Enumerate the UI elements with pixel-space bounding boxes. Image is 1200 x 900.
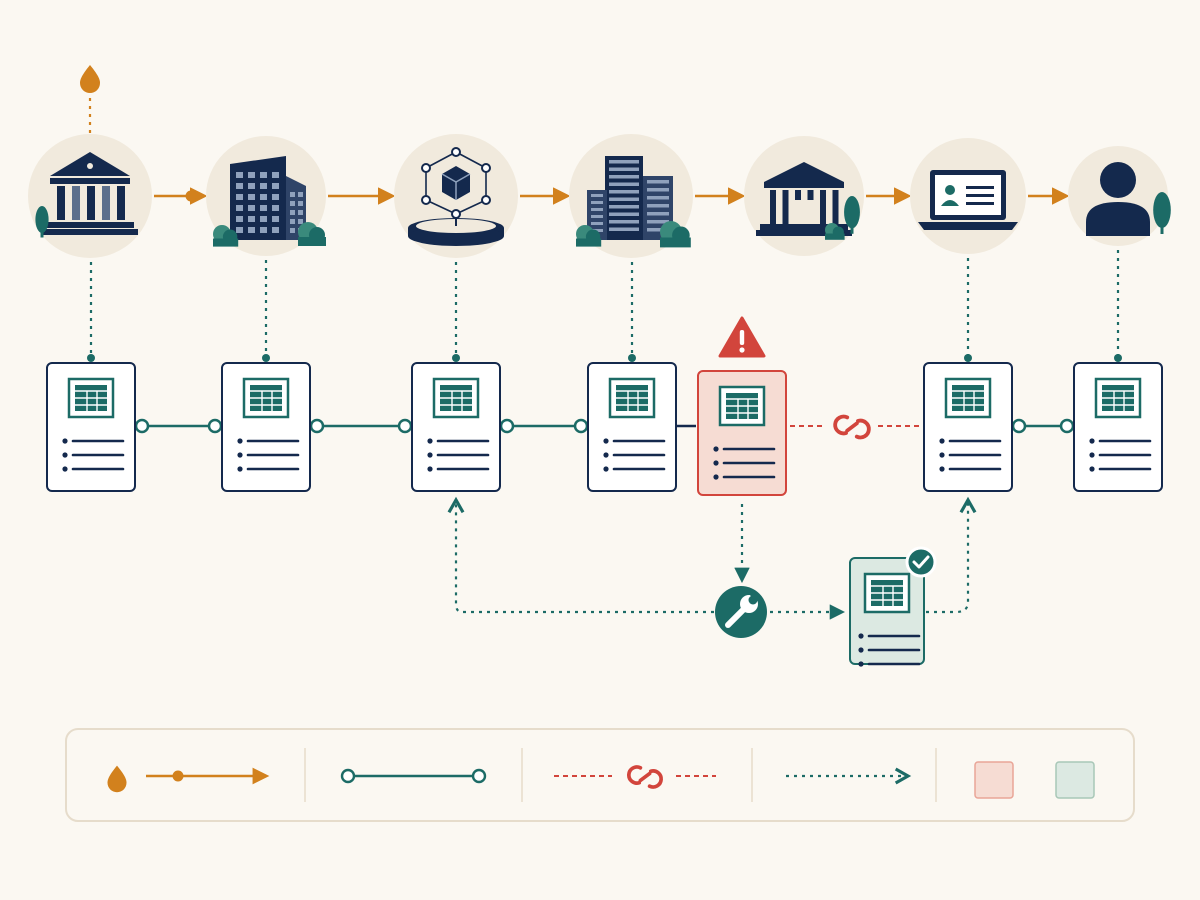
user-person-icon xyxy=(1086,162,1171,236)
legend-broken-link xyxy=(554,765,716,789)
remediation-path xyxy=(447,496,714,614)
legend-data-flow xyxy=(107,765,270,793)
stage-4 xyxy=(569,134,693,258)
link-node xyxy=(397,418,413,434)
record-7 xyxy=(1073,362,1163,492)
flow-dot xyxy=(185,190,197,202)
link-node xyxy=(309,418,325,434)
record-2 xyxy=(221,362,311,492)
wrench-icon xyxy=(715,586,767,638)
warning-triangle-icon xyxy=(718,316,766,358)
office-building-icon xyxy=(213,156,326,247)
link-node xyxy=(207,418,223,434)
stage-6 xyxy=(910,138,1026,254)
link-node xyxy=(573,418,589,434)
link-node xyxy=(1059,418,1075,434)
link-node xyxy=(499,418,515,434)
legend xyxy=(65,728,1135,822)
water-drop-icon xyxy=(107,765,127,793)
record-5 xyxy=(697,316,787,496)
broken-chain-icon xyxy=(627,765,663,789)
stage-3 xyxy=(394,134,518,258)
laptop-profile-icon xyxy=(918,170,1018,230)
link-node xyxy=(134,418,150,434)
stage-5 xyxy=(744,136,864,256)
stage-circle xyxy=(744,136,864,256)
connector-dot xyxy=(628,354,636,362)
data-cube-network-icon xyxy=(408,147,504,246)
legend-error-swatch xyxy=(974,761,1014,799)
broken-chain-icon xyxy=(833,414,871,440)
checkmark-icon xyxy=(905,546,937,578)
stage-2 xyxy=(206,136,326,256)
connector-dot xyxy=(1114,354,1122,362)
connector-dot xyxy=(87,354,95,362)
record-4 xyxy=(587,362,677,492)
linked-line-icon xyxy=(340,768,487,784)
connector-dot xyxy=(452,354,460,362)
institution-building-icon xyxy=(756,162,860,240)
corrected-record xyxy=(849,546,937,667)
record-6 xyxy=(923,362,1013,492)
bank-building-icon xyxy=(35,152,138,238)
record-3 xyxy=(411,362,501,492)
water-drop-icon xyxy=(80,65,100,93)
corporate-tower-icon xyxy=(576,156,691,248)
stage-1 xyxy=(28,134,152,258)
legend-record-link xyxy=(340,768,487,784)
connector-dot xyxy=(262,354,270,362)
link-node xyxy=(1011,418,1027,434)
legend-corrected-swatch xyxy=(1055,761,1095,799)
record-1 xyxy=(46,362,136,492)
stage-7 xyxy=(1068,146,1171,246)
connector-dot xyxy=(964,354,972,362)
